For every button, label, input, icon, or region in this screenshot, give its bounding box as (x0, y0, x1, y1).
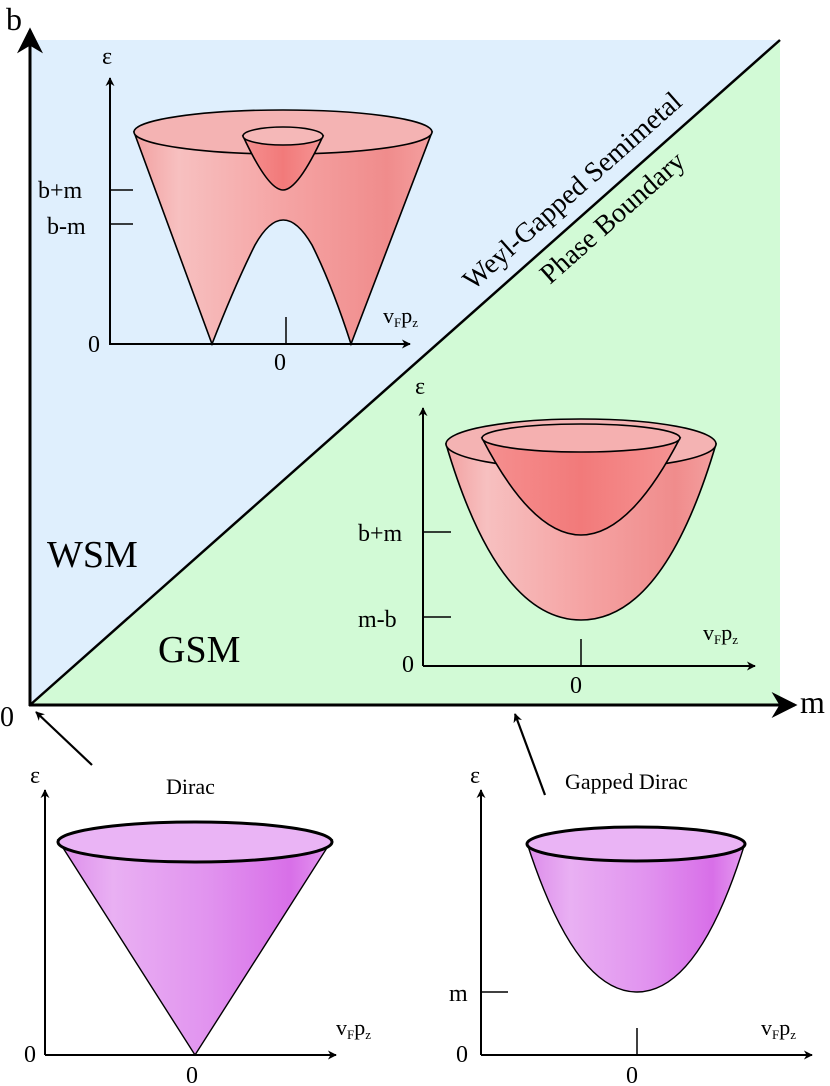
gsm-label: GSM (158, 629, 240, 671)
gapped-dirac-title: Gapped Dirac (565, 769, 688, 794)
gapped-dirac-x-axis-label: vFpz (761, 1015, 796, 1042)
gapped-dirac-rim (525, 825, 747, 863)
gapped-dirac-surface (526, 842, 746, 993)
dirac-x-zero: 0 (186, 1063, 198, 1086)
gsm-tick-upper-label: b+m (358, 521, 403, 547)
wsm-y-axis-label: ε (102, 44, 112, 70)
wsm-inner-cone (241, 135, 325, 191)
gsm-inset: ε b+m m-b 0 0 vFpz (358, 374, 756, 699)
gapped-dirac-pointer-arrow (513, 713, 547, 796)
gapped-dirac-y-zero: 0 (456, 1042, 468, 1068)
dirac-y-axis-label: ε (30, 763, 40, 789)
gsm-inner-surface (480, 437, 682, 536)
wsm-x-axis-label: vFpz (383, 303, 418, 330)
dirac-x-axis-label: vFpz (336, 1015, 371, 1042)
gapped-dirac-y-axis-label: ε (470, 763, 480, 789)
main-y-axis-label: b (6, 1, 22, 37)
wsm-y-zero: 0 (88, 332, 100, 358)
dirac-cone (56, 839, 334, 1057)
gsm-x-zero: 0 (570, 673, 582, 699)
wsm-outer-surface (132, 131, 434, 347)
dirac-inset: Dirac ε 0 0 vFpz (24, 763, 371, 1086)
wsm-label: WSM (47, 534, 138, 576)
gapped-dirac-tick-m-label: m (449, 981, 468, 1007)
gsm-tick-lower-label: m-b (358, 607, 397, 633)
wsm-inset: ε b+m b-m 0 0 vFpz (38, 44, 434, 376)
gsm-y-zero: 0 (402, 652, 414, 678)
dirac-title: Dirac (166, 774, 215, 799)
gsm-x-axis-label: vFpz (703, 620, 738, 647)
dirac-y-zero: 0 (24, 1042, 36, 1068)
wsm-tick-lower-label: b-m (47, 214, 86, 240)
phase-boundary-line (29, 39, 781, 706)
gapped-dirac-x-zero: 0 (626, 1063, 638, 1086)
wsm-tick-upper-label: b+m (38, 178, 83, 204)
main-x-axis-label: m (800, 684, 825, 720)
dirac-pointer-arrow (35, 711, 93, 766)
gapped-dirac-inset: Gapped Dirac ε m 0 0 vFpz (449, 763, 813, 1086)
gsm-y-axis-label: ε (415, 374, 425, 400)
wsm-inner-rim (242, 126, 324, 146)
dirac-cone-rim (56, 820, 334, 864)
origin-label: 0 (0, 702, 14, 733)
wsm-x-zero: 0 (274, 350, 286, 376)
gsm-inner-rim (481, 423, 681, 453)
